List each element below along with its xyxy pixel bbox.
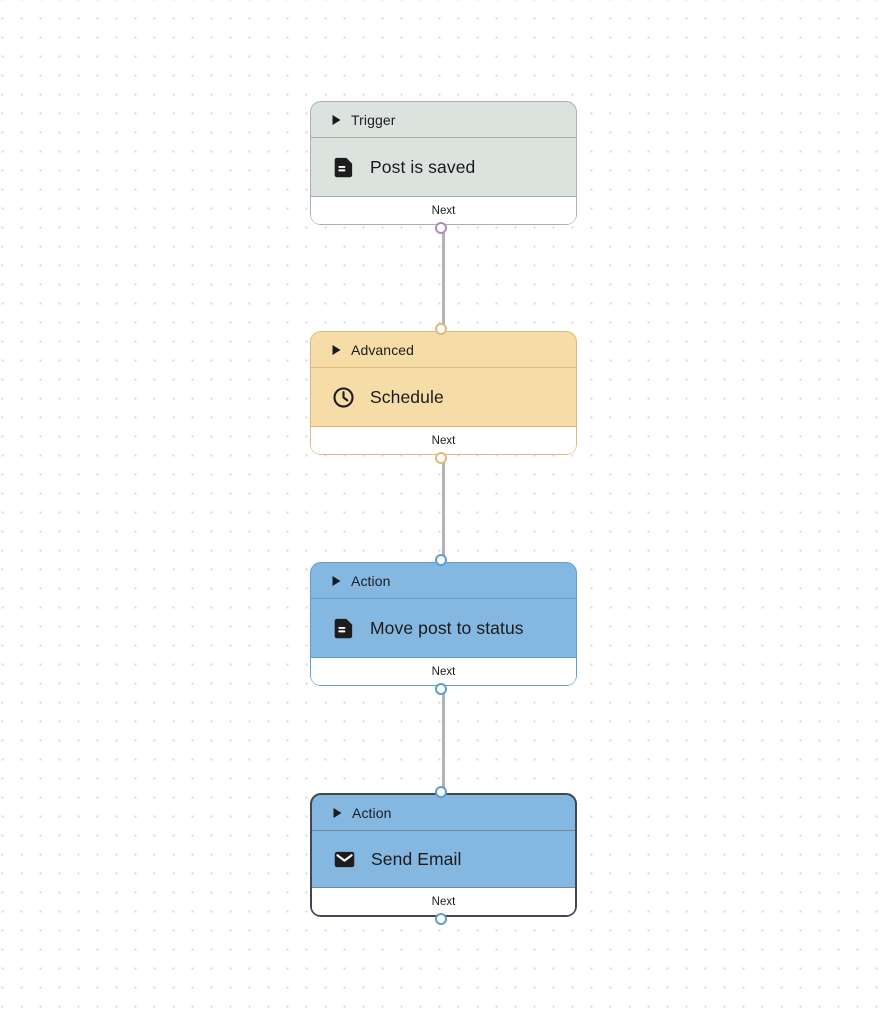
next-port-label: Next xyxy=(431,434,456,447)
node-footer: Next xyxy=(311,657,576,685)
next-port-label: Next xyxy=(431,895,456,908)
document-icon xyxy=(332,617,355,640)
node-body: Send Email xyxy=(312,831,575,887)
input-port[interactable] xyxy=(435,785,447,798)
output-port[interactable] xyxy=(435,451,447,464)
input-port[interactable] xyxy=(435,322,447,335)
node-header: Action xyxy=(311,563,576,599)
node-footer: Next xyxy=(312,887,575,915)
node-title: Send Email xyxy=(371,848,462,869)
output-port[interactable] xyxy=(435,682,447,695)
node-title: Schedule xyxy=(370,386,444,407)
edge-action1-to-action2 xyxy=(442,685,445,794)
collapse-triangle-icon[interactable] xyxy=(332,114,341,125)
node-header: Trigger xyxy=(311,102,576,138)
node-trigger-post-is-saved[interactable]: Trigger Post is saved Next xyxy=(310,101,577,234)
node-header: Advanced xyxy=(311,332,576,368)
node-body: Schedule xyxy=(311,368,576,426)
collapse-triangle-icon[interactable] xyxy=(332,575,341,586)
node-category-label: Advanced xyxy=(351,341,415,358)
edge-trigger-to-advanced xyxy=(442,224,445,332)
node-action-move-post-to-status[interactable]: Action Move post to status Next xyxy=(310,553,577,695)
node-action-send-email[interactable]: Action Send Email Next xyxy=(310,785,577,925)
collapse-triangle-icon[interactable] xyxy=(332,344,341,355)
node-category-label: Trigger xyxy=(351,111,396,128)
node-title: Post is saved xyxy=(370,156,476,177)
node-header: Action xyxy=(312,795,575,831)
node-footer: Next xyxy=(311,426,576,454)
clock-icon xyxy=(332,386,355,409)
node-footer: Next xyxy=(311,196,576,224)
document-icon xyxy=(332,156,355,179)
output-port[interactable] xyxy=(435,912,447,925)
output-port[interactable] xyxy=(435,221,447,234)
edge-advanced-to-action1 xyxy=(442,454,445,563)
next-port-label: Next xyxy=(431,204,456,217)
node-category-label: Action xyxy=(351,572,391,589)
node-body: Move post to status xyxy=(311,599,576,657)
collapse-triangle-icon[interactable] xyxy=(333,807,342,818)
node-title: Move post to status xyxy=(370,617,524,638)
node-category-label: Action xyxy=(352,804,392,821)
envelope-icon xyxy=(333,848,356,871)
input-port[interactable] xyxy=(435,553,447,566)
node-advanced-schedule[interactable]: Advanced Schedule Next xyxy=(310,322,577,464)
next-port-label: Next xyxy=(431,665,456,678)
node-body: Post is saved xyxy=(311,138,576,196)
